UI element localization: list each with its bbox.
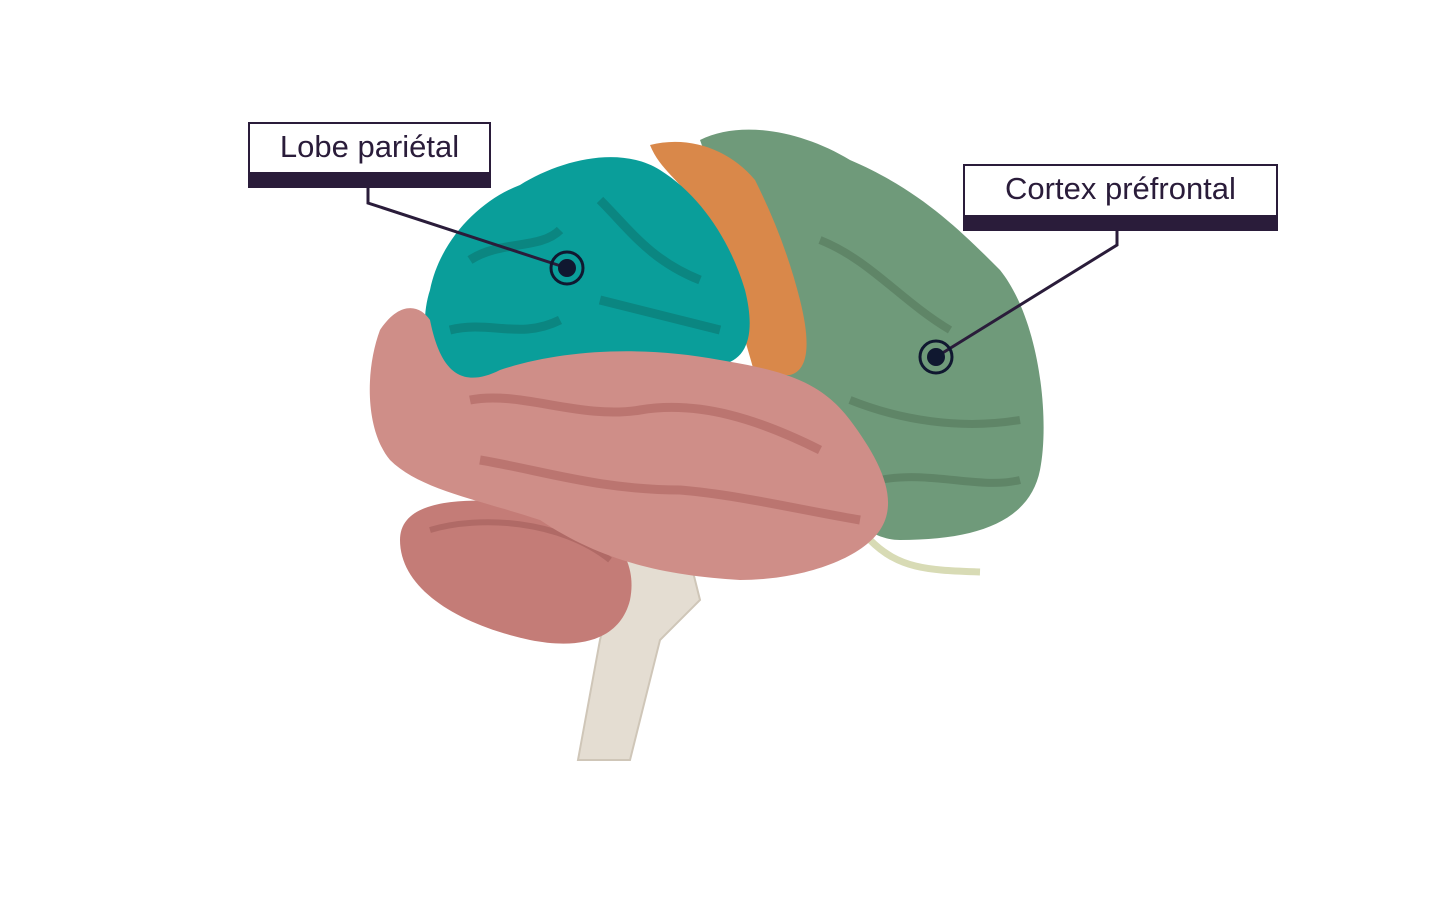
- prefrontal-marker-dot: [927, 348, 945, 366]
- frontal-lobe: [700, 129, 1044, 540]
- parietal-marker-dot: [558, 259, 576, 277]
- parietal-pointer-line: [366, 187, 568, 270]
- parietal-lobe: [424, 157, 750, 400]
- optic-nerve: [867, 537, 981, 576]
- prefrontal-marker-ring: [918, 339, 954, 375]
- label-cortex-prefrontal: Cortex préfrontal: [963, 164, 1278, 231]
- parietal-marker-ring: [549, 250, 585, 286]
- prefrontal-pointer-line: [935, 230, 1119, 359]
- temporal-lobe: [369, 308, 889, 580]
- label-lobe-parietal: Lobe pariétal: [248, 122, 491, 188]
